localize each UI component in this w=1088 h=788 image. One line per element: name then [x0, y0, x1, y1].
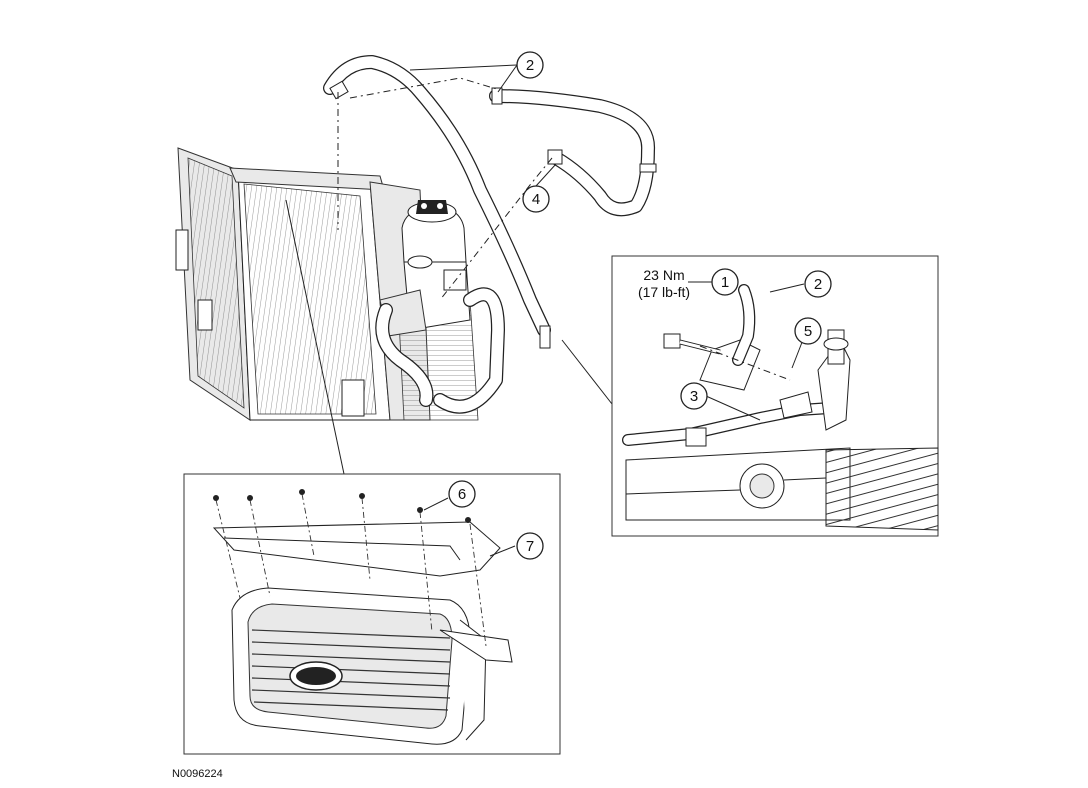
- grille-detail: [183, 473, 561, 755]
- callout-7-label: 7: [526, 538, 534, 555]
- callout-5: 5: [794, 317, 822, 345]
- callout-5-label: 5: [804, 323, 812, 340]
- callout-6: 6: [448, 480, 476, 508]
- callout-7: 7: [516, 532, 544, 560]
- callout-4-label: 4: [532, 191, 540, 208]
- callout-2-upper: 2: [516, 51, 544, 79]
- callout-6-label: 6: [458, 486, 466, 503]
- callout-2-detail: 2: [804, 270, 832, 298]
- torque-spec-metric: 23 Nm: [643, 267, 684, 283]
- callout-2-detail-label: 2: [814, 276, 822, 293]
- steering-gear-detail: [611, 255, 939, 537]
- callout-3-label: 3: [690, 388, 698, 405]
- callout-1: 1: [711, 268, 739, 296]
- torque-spec-imperial: (17 lb-ft): [638, 284, 690, 300]
- pressure-hose: [323, 55, 551, 349]
- fluid-reservoir: [379, 200, 471, 337]
- figure-id: N0096224: [172, 768, 223, 780]
- callout-1-label: 1: [721, 274, 729, 291]
- return-hose: [489, 87, 657, 217]
- callout-4: 4: [522, 185, 550, 213]
- callout-2-upper-label: 2: [526, 57, 534, 74]
- callout-3: 3: [680, 382, 708, 410]
